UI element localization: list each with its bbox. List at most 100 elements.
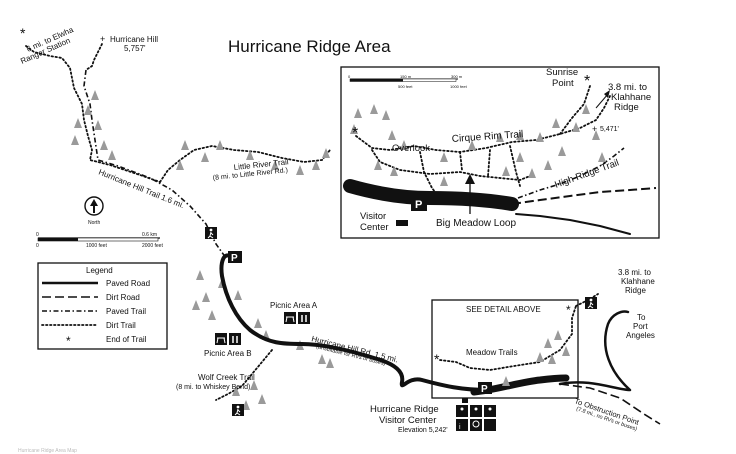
parking-icon-hill: P <box>228 251 242 264</box>
map-caption: Hurricane Ridge Area Map <box>18 448 77 454</box>
port-angeles-label-2: Port <box>633 322 648 331</box>
visitor-center-road <box>470 374 570 396</box>
high-ridge-trail-label: High Ridge Trail <box>553 157 620 190</box>
legend-title: Legend <box>86 266 113 275</box>
legend-label-paved-trail: Paved Trail <box>106 307 146 316</box>
inset-visitor-center-label-2: Center <box>360 222 389 233</box>
inset-peak-elevation: 5,471' <box>600 126 619 133</box>
hurricane-hill-trail <box>83 69 227 259</box>
visitor-center-label-2: Visitor Center <box>379 415 436 426</box>
port-angeles-label: To <box>637 313 646 322</box>
inset-visitor-center-label: Visitor <box>360 211 386 222</box>
elwha-trail <box>25 45 161 183</box>
hiker-icon-hill-trail <box>205 227 217 239</box>
inset-parking-icon: P <box>411 197 427 211</box>
sunrise-point-label-2: Point <box>552 78 574 89</box>
inset-scale-top-0: 0 <box>348 74 351 79</box>
inset-visitor-building-icon <box>396 220 408 226</box>
inset-detail-box <box>340 66 660 239</box>
inset-overlook-trail <box>371 149 531 181</box>
inset-high-ridge-trail <box>517 147 625 199</box>
meadow-trails-path <box>439 305 577 371</box>
hurricane-hill-summit-trail <box>85 43 103 71</box>
klahhane-main-label-2: Klahhane <box>621 277 655 286</box>
scale-km: 0.6 km <box>142 232 157 238</box>
little-river-trail <box>159 145 331 183</box>
main-map-trees <box>71 90 334 410</box>
end-of-trail-icon-meadow: * <box>434 351 440 367</box>
legend-items: Paved Road Dirt Road Paved Trail Dirt Tr… <box>41 279 150 348</box>
hurricane-hill-road <box>219 253 490 392</box>
inset-big-meadow-trails <box>419 145 521 197</box>
visitor-center-label: Hurricane Ridge <box>370 404 439 415</box>
scale-ft-2: 2000 feet <box>142 243 163 249</box>
sunrise-point-label: Sunrise <box>546 67 578 78</box>
scale-zero-top: 0 <box>36 232 39 238</box>
parking-icon-visitor-center: P <box>478 382 492 395</box>
north-arrow-icon <box>84 196 104 216</box>
hiker-icon-klahhane <box>585 297 597 309</box>
inset-klahhane-arrow-icon <box>595 90 610 109</box>
inset-scale-bottom-1: 500 feet <box>398 84 413 89</box>
see-detail-label: SEE DETAIL ABOVE <box>466 305 541 314</box>
inset-scale-bar <box>349 78 458 82</box>
inset-end-of-trail-icon-west: * <box>352 125 358 142</box>
picnic-area-b-label: Picnic Area B <box>204 349 252 358</box>
inset-obstruction-road <box>511 187 657 205</box>
inset-klahhane-label-3: Ridge <box>614 102 639 113</box>
inset-scale-top-1: 150 m <box>400 74 412 79</box>
scale-zero-bottom: 0 <box>36 243 39 249</box>
inset-klahhane-label: 3.8 mi. to <box>608 82 647 93</box>
wolf-creek-label: Wolf Creek Trail <box>198 373 255 382</box>
inset-scale-bottom-2: 1000 feet <box>450 84 468 89</box>
klahhane-main-label: 3.8 mi. to <box>618 268 651 277</box>
north-label: North <box>88 220 100 226</box>
detail-area-trees <box>502 330 570 386</box>
hurricane-hill-elevation: 5,757' <box>124 44 146 53</box>
big-meadow-loop-label: Big Meadow Loop <box>436 218 516 229</box>
inset-trees <box>350 104 606 186</box>
inset-end-of-trail-icon-sunrise: * <box>584 73 590 90</box>
svg-text:P: P <box>481 384 488 395</box>
end-of-trail-icon-detail: * <box>566 303 571 317</box>
visitor-center-elevation: Elevation 5,242' <box>398 427 448 434</box>
legend-swatch-end-of-trail-icon: * <box>66 334 71 348</box>
port-angeles-road <box>558 310 632 392</box>
meadow-trails-label: Meadow Trails <box>466 348 518 357</box>
inset-cirque-rim-trail <box>355 95 611 153</box>
port-angeles-label-3: Angeles <box>626 331 655 340</box>
svg-text:i: i <box>459 424 461 431</box>
inset-sunrise-point-trail <box>559 85 591 135</box>
end-of-trail-icon-elwha: * <box>20 25 26 41</box>
big-meadow-pointer-icon <box>465 174 475 214</box>
inset-visitor-center-road <box>343 179 519 211</box>
detail-area-box <box>431 299 579 399</box>
obstruction-point-road <box>559 383 661 425</box>
map-title: Hurricane Ridge Area <box>228 37 391 56</box>
inset-scale-top-2: 300 m <box>451 74 463 79</box>
hiker-icon-wolf-creek <box>232 404 244 416</box>
inset-klahhane-label-2: Klahhane <box>611 92 651 103</box>
hurricane-hill-trail-label: Hurricane Hill Trail 1.6 mi. <box>97 168 185 211</box>
svg-text:P: P <box>231 253 238 264</box>
summit-marker: + <box>100 34 105 44</box>
wolf-creek-trail <box>215 349 273 401</box>
cirque-rim-trail-label: Cirque Rim Trail <box>451 129 523 145</box>
wolf-creek-note: (8 mi. to Whiskey Bend) <box>176 384 250 391</box>
legend-label-paved-road: Paved Road <box>106 279 150 288</box>
main-scale-bar <box>37 237 160 242</box>
legend-label-dirt-trail: Dirt Trail <box>106 321 136 330</box>
picnic-area-a-label: Picnic Area A <box>270 301 318 310</box>
inset-peak-marker: + <box>592 124 597 134</box>
inset-road-east <box>515 213 631 235</box>
legend-label-end-of-trail: End of Trail <box>106 335 147 344</box>
svg-text:P: P <box>415 199 422 211</box>
overlook-label: Overlook <box>392 143 430 154</box>
legend-box <box>37 262 168 350</box>
scale-ft-1: 1000 feet <box>86 243 107 249</box>
hurricane-hill-label: Hurricane Hill <box>110 35 158 44</box>
klahhane-main-label-3: Ridge <box>625 286 646 295</box>
picnic-area-a-icons <box>284 312 310 324</box>
picnic-area-b-icons <box>215 333 241 345</box>
legend-label-dirt-road: Dirt Road <box>106 293 140 302</box>
